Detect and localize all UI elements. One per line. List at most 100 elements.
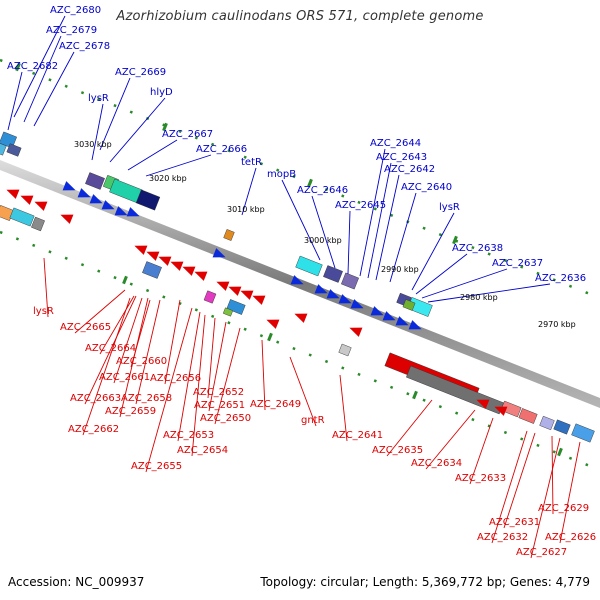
plus-gene-label[interactable]: AZC_2678 bbox=[59, 41, 110, 52]
plus-strand-gene-arrow[interactable] bbox=[395, 316, 411, 330]
plus-strand-gene-arrow[interactable] bbox=[212, 248, 228, 262]
scale-tick bbox=[267, 332, 273, 342]
minus-gene-label[interactable]: AZC_2627 bbox=[516, 547, 567, 558]
plus-gene-label[interactable]: tetR bbox=[241, 157, 262, 168]
minus-strand-gene-arrow[interactable] bbox=[181, 262, 196, 276]
minus-strand-gene-arrow[interactable] bbox=[5, 185, 20, 199]
minus-gene-label[interactable]: AZC_2656 bbox=[150, 373, 201, 384]
gene-feature-box bbox=[31, 216, 45, 232]
plus-strand-gene-arrow[interactable] bbox=[290, 275, 306, 289]
minus-gene-label[interactable]: AZC_2660 bbox=[116, 356, 167, 367]
plus-strand-gene-arrow[interactable] bbox=[338, 294, 354, 308]
plus-gene-label[interactable]: AZC_2667 bbox=[162, 129, 213, 140]
plus-strand-gene-arrow[interactable] bbox=[314, 284, 330, 298]
plus-gene-label[interactable]: AZC_2680 bbox=[50, 5, 101, 16]
minus-gene-label[interactable]: AZC_2634 bbox=[411, 458, 462, 469]
kbp-scale-label: 3000 kbp bbox=[304, 236, 342, 245]
plus-gene-leader bbox=[13, 15, 66, 118]
minus-strand-gene-arrow[interactable] bbox=[145, 247, 160, 261]
minus-strand-gene-arrow[interactable] bbox=[475, 395, 490, 409]
minus-gene-label[interactable]: AZC_2659 bbox=[105, 406, 156, 417]
minus-gene-label[interactable]: AZC_2626 bbox=[545, 532, 596, 543]
minus-gene-label[interactable]: AZC_2654 bbox=[177, 445, 228, 456]
plus-strand-gene-arrow[interactable] bbox=[350, 299, 366, 313]
minus-gene-leader bbox=[289, 356, 317, 427]
minus-gene-label[interactable]: AZC_2629 bbox=[538, 503, 589, 514]
minus-strand-gene-arrow[interactable] bbox=[59, 210, 74, 224]
minus-strand-gene-arrow[interactable] bbox=[33, 197, 48, 211]
minus-gene-label[interactable]: AZC_2664 bbox=[85, 343, 136, 354]
minus-gene-label[interactable]: AZC_2661 bbox=[99, 372, 150, 383]
scale-tick bbox=[307, 178, 313, 188]
minus-strand-gene-arrow[interactable] bbox=[215, 277, 230, 291]
gene-feature-box bbox=[500, 400, 522, 418]
plus-strand-gene-arrow[interactable] bbox=[77, 188, 93, 202]
minus-gene-label[interactable]: AZC_2631 bbox=[489, 517, 540, 528]
plus-gene-label[interactable]: AZC_2646 bbox=[297, 185, 348, 196]
scale-tick bbox=[122, 275, 128, 285]
minus-gene-label[interactable]: lysR bbox=[33, 306, 54, 317]
gene-feature-box bbox=[518, 408, 538, 424]
minus-gene-label[interactable]: AZC_2665 bbox=[60, 322, 111, 333]
plus-strand-gene-arrow[interactable] bbox=[89, 194, 105, 208]
minus-strand-gene-arrow[interactable] bbox=[493, 402, 508, 416]
minus-gene-leader bbox=[386, 399, 433, 457]
plus-gene-label[interactable]: AZC_2669 bbox=[115, 67, 166, 78]
plus-gene-label[interactable]: AZC_2638 bbox=[452, 243, 503, 254]
minus-gene-label[interactable]: AZC_2641 bbox=[332, 430, 383, 441]
plus-gene-label[interactable]: AZC_2645 bbox=[335, 200, 386, 211]
minus-gene-label[interactable]: gntR bbox=[301, 415, 325, 426]
plus-strand-gene-arrow[interactable] bbox=[62, 181, 78, 195]
plus-strand-gene-arrow[interactable] bbox=[408, 320, 424, 334]
minus-gene-label[interactable]: AZC_2651 bbox=[194, 400, 245, 411]
minus-strand-gene-arrow[interactable] bbox=[265, 315, 280, 329]
minus-strand-gene-arrow[interactable] bbox=[19, 191, 34, 205]
plus-gene-leader bbox=[347, 210, 351, 275]
minus-gene-label[interactable]: AZC_2635 bbox=[372, 445, 423, 456]
plus-gene-label[interactable]: AZC_2642 bbox=[384, 164, 435, 175]
minus-gene-label[interactable]: AZC_2652 bbox=[193, 387, 244, 398]
plus-gene-label[interactable]: lysR bbox=[439, 202, 460, 213]
minus-strand-gene-arrow[interactable] bbox=[348, 323, 363, 337]
plus-strand-gene-arrow[interactable] bbox=[382, 311, 398, 325]
minus-gene-label[interactable]: AZC_2649 bbox=[250, 399, 301, 410]
minus-gene-label[interactable]: AZC_2655 bbox=[131, 461, 182, 472]
plus-gene-label[interactable]: AZC_2666 bbox=[196, 144, 247, 155]
plus-gene-label[interactable]: AZC_2643 bbox=[376, 152, 427, 163]
minus-strand-gene-arrow[interactable] bbox=[293, 309, 308, 323]
minus-gene-label[interactable]: AZC_2633 bbox=[455, 473, 506, 484]
plus-strand-gene-arrow[interactable] bbox=[126, 207, 142, 221]
plus-gene-label[interactable]: AZC_2640 bbox=[401, 182, 452, 193]
minus-strand-gene-arrow[interactable] bbox=[169, 257, 184, 271]
plus-strand-gene-arrow[interactable] bbox=[326, 289, 342, 303]
minus-gene-label[interactable]: AZC_2663 bbox=[70, 393, 121, 404]
minus-gene-label[interactable]: AZC_2653 bbox=[163, 430, 214, 441]
plus-strand-gene-arrow[interactable] bbox=[370, 306, 386, 320]
plus-gene-label[interactable]: AZC_2679 bbox=[46, 25, 97, 36]
plus-gene-leader bbox=[127, 139, 178, 171]
plus-gene-leader bbox=[389, 192, 417, 283]
minus-strand-gene-arrow[interactable] bbox=[239, 286, 254, 300]
plus-strand-gene-arrow[interactable] bbox=[101, 200, 117, 214]
minus-gene-label[interactable]: AZC_2650 bbox=[200, 413, 251, 424]
plus-gene-label[interactable]: hlyD bbox=[150, 87, 173, 98]
minus-strand-gene-arrow[interactable] bbox=[157, 252, 172, 266]
plus-gene-label[interactable]: AZC_2644 bbox=[370, 138, 421, 149]
minus-strand-gene-arrow[interactable] bbox=[251, 291, 266, 305]
minus-strand-gene-arrow[interactable] bbox=[133, 241, 148, 255]
plus-strand-gene-arrow[interactable] bbox=[114, 206, 130, 220]
plus-gene-label[interactable]: AZC_2637 bbox=[492, 258, 543, 269]
minus-strand-gene-arrow[interactable] bbox=[227, 282, 242, 296]
gene-features bbox=[0, 62, 595, 457]
minus-gene-label[interactable]: AZC_2662 bbox=[68, 424, 119, 435]
minus-gene-label[interactable]: AZC_2632 bbox=[477, 532, 528, 543]
plus-gene-label[interactable]: mopB bbox=[267, 169, 296, 180]
plus-gene-label[interactable]: AZC_2636 bbox=[535, 273, 586, 284]
kbp-scale-label: 2970 kbp bbox=[538, 320, 576, 329]
minus-gene-label[interactable]: AZC_2658 bbox=[121, 393, 172, 404]
plus-gene-label[interactable]: AZC_2682 bbox=[7, 61, 58, 72]
plus-gene-label[interactable]: lysR bbox=[88, 93, 109, 104]
plus-gene-leader bbox=[23, 35, 62, 123]
minus-strand-gene-arrow[interactable] bbox=[193, 267, 208, 281]
